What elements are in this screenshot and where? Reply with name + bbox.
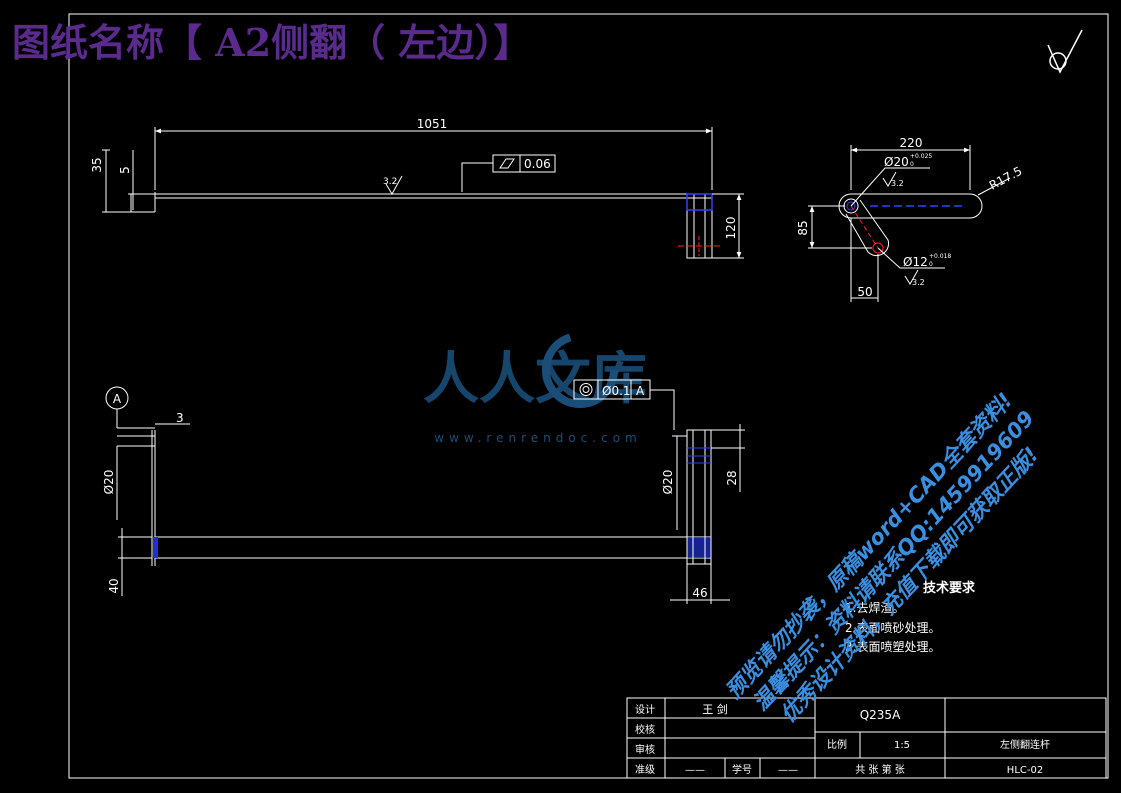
flatness-frame — [461, 154, 556, 192]
dim-total-height: 35 — [90, 157, 104, 172]
datum-label: A — [113, 392, 122, 406]
hole-large-tol-upper: +0.025 — [910, 153, 932, 160]
tb-material: Q235A — [860, 708, 901, 722]
side-view: 220 85 50 R17.5 Ø20 +0.025 0 3.2 Ø12 +0.… — [796, 136, 1024, 302]
tb-standard-value: —— — [685, 765, 705, 776]
surface-finish-icon — [1047, 29, 1083, 74]
hole-small-label: Ø12 — [903, 255, 928, 269]
front-view: A 3 Ø20 40 — [102, 379, 745, 604]
drawing-title: 图纸名称【 A2侧翻（ 左边）】 — [12, 20, 531, 65]
dim-side-offset: 50 — [857, 285, 872, 299]
dim-length: 1051 — [417, 117, 448, 131]
hole-small-roughness: 3.2 — [912, 278, 925, 287]
tech-req-item: 2.表面喷砂处理。 — [845, 621, 940, 635]
dim-dia-right: Ø20 — [661, 470, 675, 495]
tb-designer: 王 剑 — [702, 702, 728, 716]
top-view: 1051 35 5 120 3.2 0.06 — [90, 117, 744, 259]
diagonal-watermark: 预览请勿抄袭，原稿word+CAD全套资料! 温馨提示：资料请联系QQ:1459… — [721, 388, 1043, 727]
hole-small-tol-upper: +0.018 — [929, 253, 951, 260]
tb-sheets: 共 张 第 张 — [855, 763, 905, 776]
tb-student-value: —— — [778, 765, 798, 776]
roughness-value: 3.2 — [383, 177, 397, 187]
dim-bracket-front: 28 — [725, 470, 739, 485]
tb-scale-label: 比例 — [827, 738, 847, 751]
hole-small-tol-lower: 0 — [929, 261, 933, 268]
dim-side-width: 220 — [900, 136, 923, 150]
tb-review-label: 审核 — [635, 743, 655, 756]
watermark-line-2: 温馨提示：资料请联系QQ:1459919609 — [748, 406, 1039, 715]
watermark-logo: 人人文库 www.renrendoc.com — [423, 332, 647, 445]
tech-req-title: 技术要求 — [923, 580, 976, 596]
dim-gap: 3 — [176, 411, 184, 425]
dim-bracket-height: 120 — [724, 217, 738, 240]
hole-large-tol-lower: 0 — [910, 161, 914, 168]
hole-large-roughness: 3.2 — [891, 179, 904, 188]
hole-large-label: Ø20 — [884, 155, 909, 169]
dim-width-bottom: 46 — [692, 586, 707, 600]
radius-label: R17.5 — [987, 164, 1025, 193]
tb-part-name: 左侧翻连杆 — [1000, 738, 1050, 751]
tech-requirements: 技术要求 1.去焊渣。 2.表面喷砂处理。 3.表面喷塑处理。 — [845, 580, 976, 654]
dim-dia-left: Ø20 — [102, 470, 116, 495]
coaxiality-frame — [573, 379, 675, 430]
tb-standard-label: 准级 — [635, 764, 655, 776]
dim-thickness: 5 — [118, 166, 132, 174]
watermark-line-1: 预览请勿抄袭，原稿word+CAD全套资料! — [721, 388, 1017, 703]
tb-scale-value: 1:5 — [894, 740, 910, 751]
tech-req-item: 1.去焊渣。 — [845, 600, 904, 615]
flatness-value: 0.06 — [524, 157, 551, 171]
watermark-url: www.renrendoc.com — [434, 431, 641, 445]
tech-req-item: 3.表面喷塑处理。 — [845, 639, 940, 654]
tb-check-label: 校核 — [635, 723, 655, 736]
title-block — [626, 697, 1107, 779]
coaxiality-value: Ø0.1 — [602, 384, 631, 398]
dim-tube: 40 — [107, 578, 121, 593]
tb-drawing-no: HLC-02 — [1007, 765, 1043, 776]
coaxiality-datum: A — [636, 384, 645, 398]
drawing-frame — [68, 13, 1109, 779]
dim-side-height: 85 — [796, 220, 810, 235]
tb-design-label: 设计 — [635, 703, 655, 716]
roughness-icon — [385, 175, 403, 195]
tb-student-label: 学号 — [732, 763, 752, 776]
